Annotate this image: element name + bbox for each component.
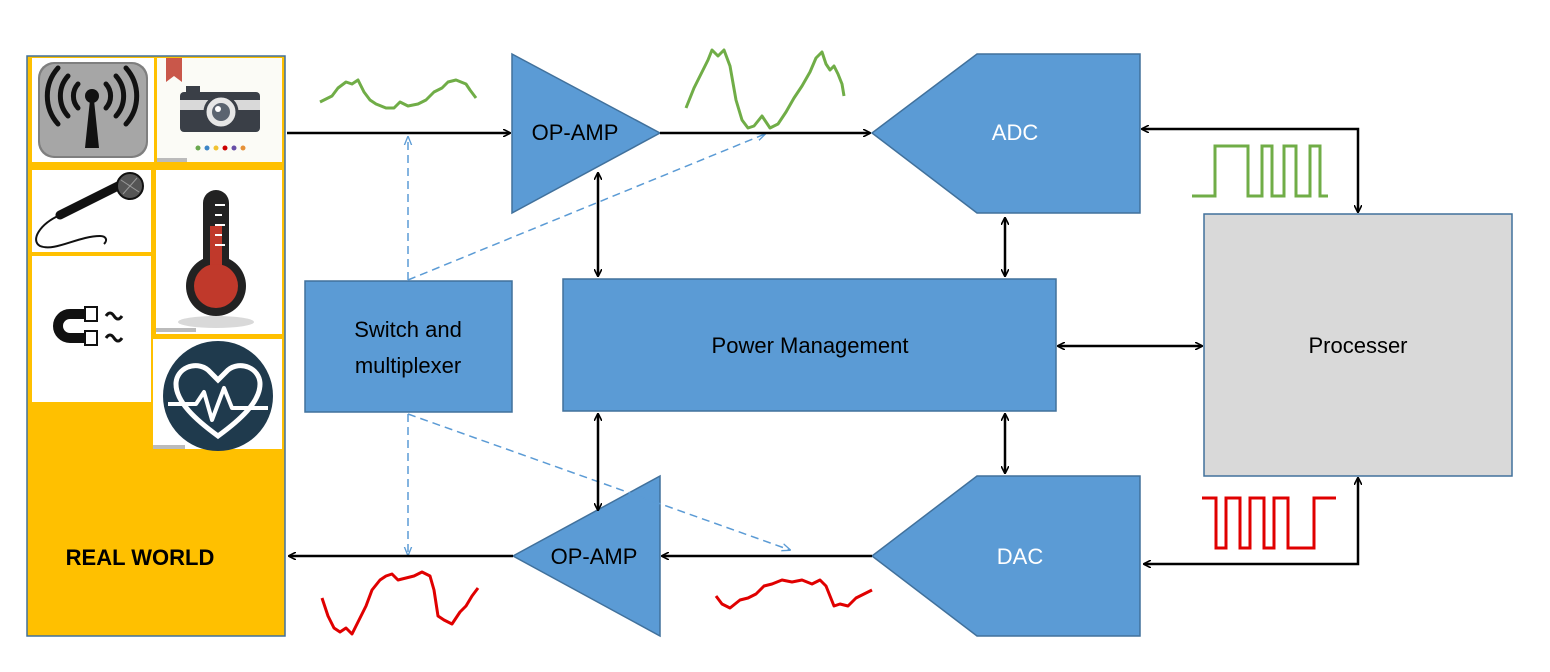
op-amp-bottom-block (511, 474, 661, 638)
digital-output-waveform (1202, 496, 1336, 550)
processor-label: Processer (1308, 333, 1407, 358)
magnet-icon (32, 256, 151, 402)
antenna-icon (32, 58, 154, 162)
heart-rate-icon (153, 339, 282, 451)
dac-label: DAC (997, 544, 1044, 569)
real-world-label: REAL WORLD (66, 545, 215, 570)
switch-multiplexer-label-line1: Switch and (354, 317, 462, 342)
processor-block (1203, 213, 1513, 477)
camera-icon (157, 58, 282, 162)
power-management-block (562, 278, 1057, 412)
arrow-adc-processor (1142, 129, 1358, 212)
thermometer-icon (156, 170, 282, 334)
analog-input-waveform (319, 78, 478, 110)
dac-block (870, 475, 1141, 637)
op-amp-top-block (511, 52, 662, 215)
microphone-icon (32, 170, 151, 252)
adc-label: ADC (992, 120, 1039, 145)
arrow-processor-dac (1144, 478, 1358, 564)
real-world-output-waveform (320, 570, 480, 636)
switch-multiplexer-label-line2: multiplexer (355, 353, 461, 378)
analog-output-waveform (714, 578, 873, 610)
op-amp-top-label: OP-AMP (532, 120, 619, 145)
adc-block (870, 53, 1141, 214)
switch-multiplexer-block (304, 280, 513, 413)
op-amp-bottom-label: OP-AMP (551, 544, 638, 569)
power-management-label: Power Management (712, 333, 909, 358)
amplified-input-waveform (684, 48, 846, 130)
digital-input-waveform (1192, 144, 1328, 198)
